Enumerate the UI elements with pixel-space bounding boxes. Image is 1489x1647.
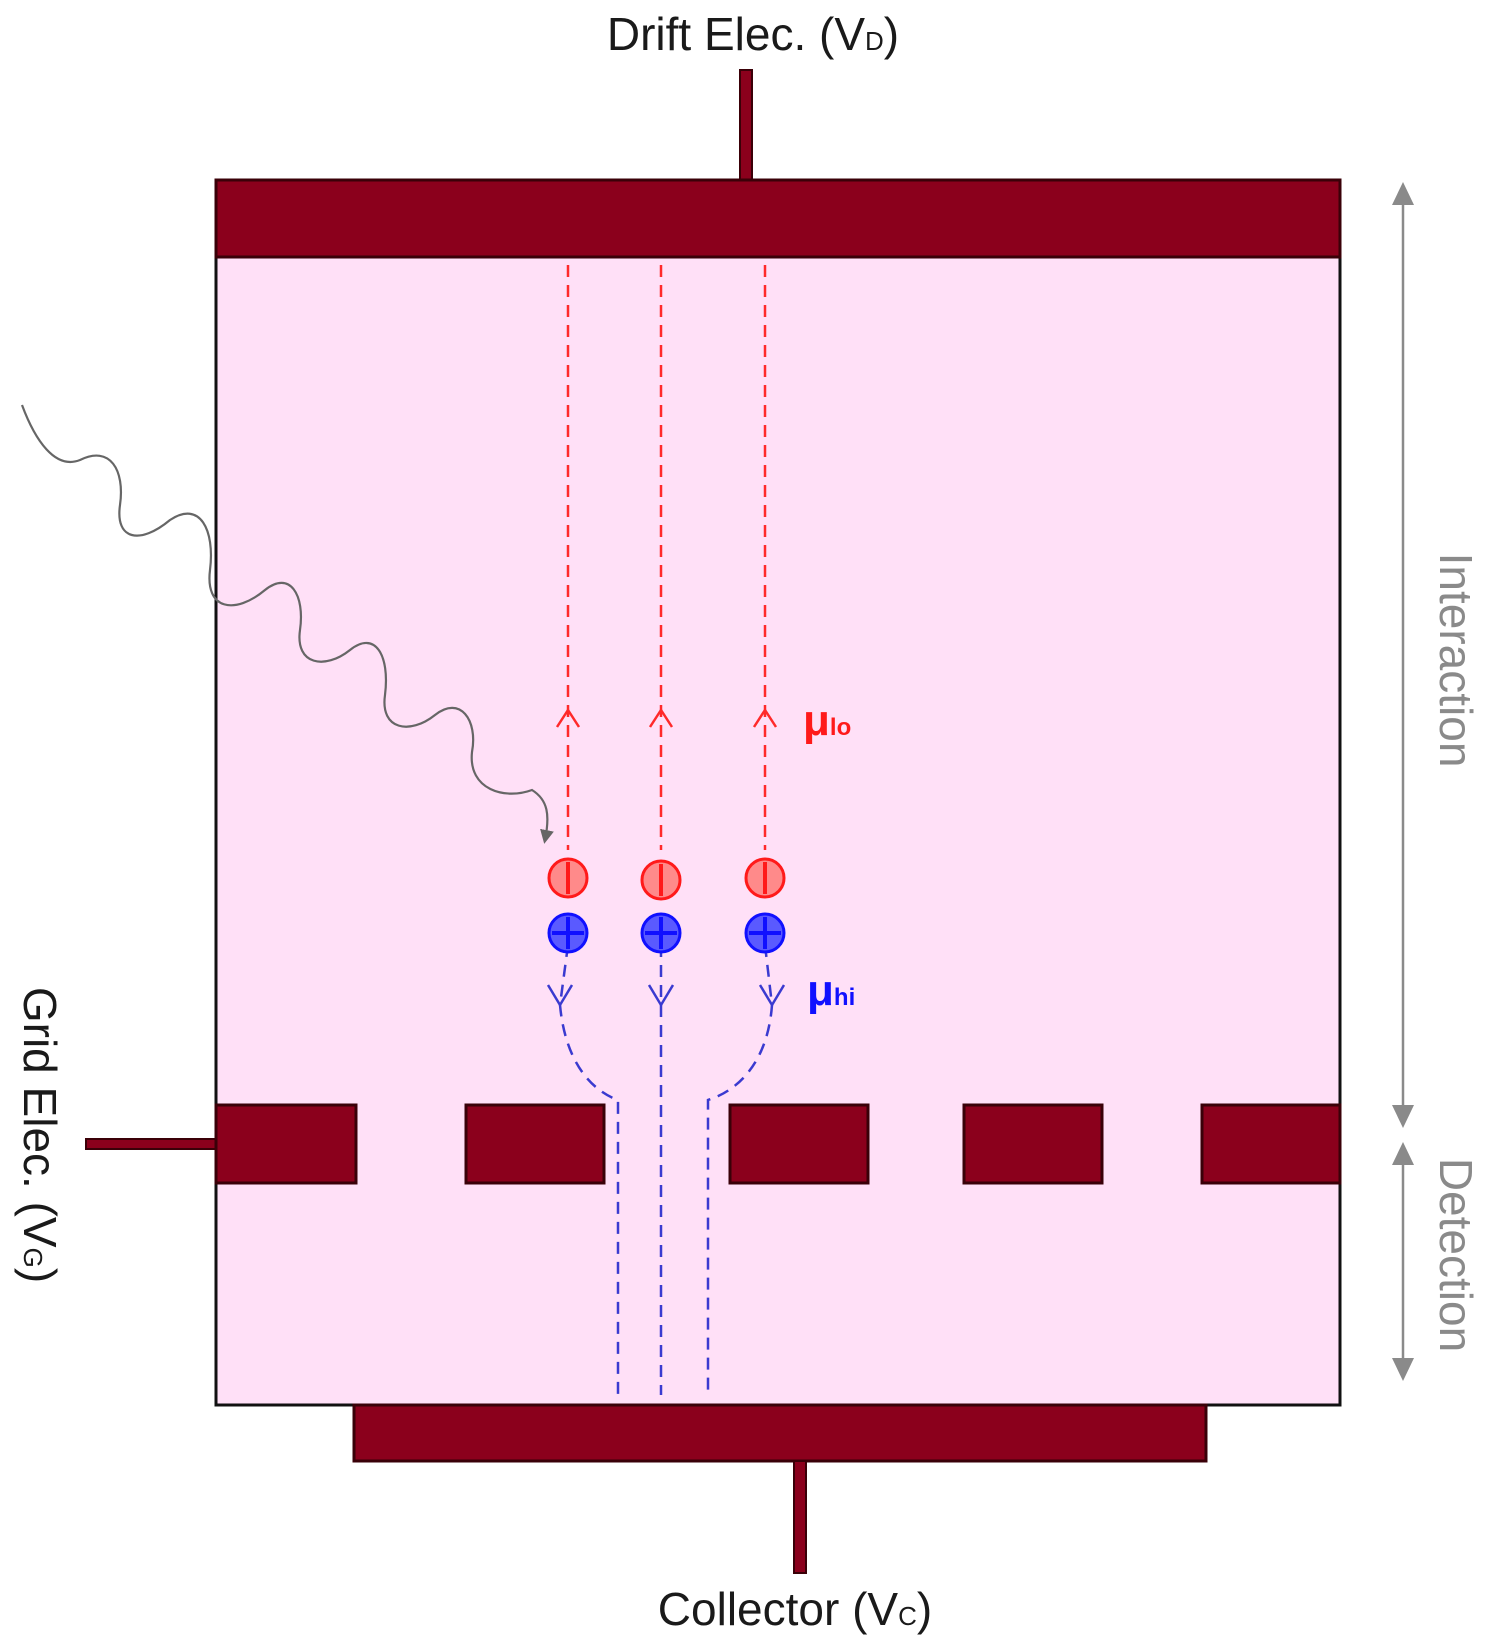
electron-charge-icon [547, 857, 589, 899]
drift-electrode-label: Drift Elec. (VD) [607, 8, 899, 60]
collector-electrode-wire [793, 1460, 807, 1574]
ion-paths [558, 944, 774, 1395]
ion-path [706, 944, 774, 1395]
double-headed-arrow [1392, 182, 1414, 1128]
ion-arrowheads [546, 984, 786, 1008]
grid-electrode-label: Grid Elec. (VG) [14, 987, 66, 1283]
grid-electrode-wire [85, 1138, 219, 1150]
electron-arrowhead [752, 707, 778, 728]
ion-charge-icon [744, 912, 786, 954]
electron-charge-icon [744, 857, 786, 899]
detection-label: Detection [1430, 1158, 1482, 1352]
gas-volume [214, 253, 1342, 1407]
interaction-label: Interaction [1430, 553, 1482, 768]
ion-arrowhead [647, 984, 675, 1008]
drift-electrode [214, 178, 1342, 259]
grid-electrode-segment [464, 1103, 606, 1185]
mu-lo-label: μlo [803, 696, 851, 745]
photon-wave-arrow [20, 404, 554, 844]
grid-electrode-segment [214, 1103, 358, 1185]
grid-electrode-segment [962, 1103, 1104, 1185]
electron-paths [555, 265, 778, 850]
grid-electrode-segment [1200, 1103, 1342, 1185]
drift-electrode-wire [739, 69, 753, 186]
double-headed-arrow [1392, 1142, 1414, 1381]
mu-hi-label: μhi [807, 966, 855, 1015]
ion-path [558, 944, 620, 1395]
collector-electrode [352, 1403, 1208, 1463]
ion-charge-icon [547, 912, 589, 954]
ion-arrowhead [546, 984, 574, 1008]
ion-arrowhead [758, 984, 786, 1008]
electron-arrowhead [648, 707, 674, 728]
collector-label: Collector (VC) [658, 1583, 932, 1635]
ion-charge-icon [640, 912, 682, 954]
electron-arrowhead [555, 707, 581, 728]
electron-charge-icon [640, 859, 682, 901]
grid-electrode-segment [728, 1103, 870, 1185]
